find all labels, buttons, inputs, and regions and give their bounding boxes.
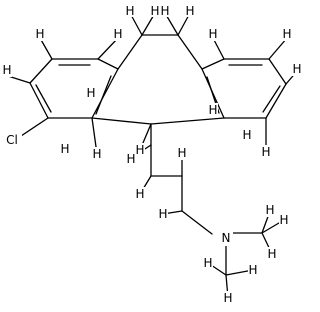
hydrogen-label: H [282,27,292,41]
hydrogen-label: H [208,103,218,117]
atom-label-text: H [126,152,135,166]
atom-label-text: H [135,143,144,157]
atom-label-text: H [92,147,101,161]
hydrogen-label: H [248,263,258,277]
hydrogen-label: H [242,128,252,142]
atom-label-text: H [267,247,276,261]
hydrogen-label: H [150,3,160,18]
hydrogen-label: H [86,86,96,100]
hydrogen-label: H [265,203,275,217]
atom-label-text: H [208,27,217,41]
hydrogen-label: H [135,187,145,201]
hydrogen-label: H [158,207,168,221]
atom-label-text: N [222,231,231,245]
hydrogen-label: H [261,145,271,159]
hydrogen-label: H [125,3,135,18]
hydrogen-label: H [135,143,145,157]
hydrogen-label: H [185,3,195,18]
atom-label-text: H [158,207,167,221]
atom-label-text: H [248,263,257,277]
bonds [7,12,299,299]
hydrogen-label: H [35,27,45,41]
hydrogen-label: H [177,146,187,160]
atom-label-text: H [282,27,291,41]
atom-label-text: H [203,256,212,270]
hydrogen-label: H [113,27,123,41]
hydrogen-label: H [292,62,302,76]
hydrogen-label: H [223,291,233,305]
nitrogen-label: N [219,230,233,246]
hydrogen-label: H [208,27,218,41]
atom-label-text: H [223,291,232,305]
hydrogen-label: H [203,256,213,270]
atom-label-text: H [279,213,288,227]
atom-labels: H H H H H H H H [1,3,302,305]
atom-label-text: H [2,63,11,77]
hydrogen-label: H [160,3,170,18]
atom-label-text: H [292,62,301,76]
hydrogen-label: H [60,142,70,156]
atom-label-text: H [177,146,186,160]
atom-label-text: H [208,103,217,117]
atom-label-text: H [242,128,251,142]
atom-label-text: H [261,145,270,159]
atom-label-text: H [160,4,169,18]
atom-label-text: H [60,142,69,156]
atom-label-text: H [185,4,194,18]
atom-label-text: Cl [6,133,18,147]
atom-label-text: H [135,187,144,201]
atom-label-text: H [265,203,274,217]
chemical-structure: H H H H H H H H [1,3,302,305]
atom-label-text: H [125,4,134,18]
atom-label-text: H [86,86,95,100]
atom-label-text: H [113,27,122,41]
hydrogen-label: H [2,63,12,77]
hydrogen-label: H [126,152,136,166]
atom-label-text: H [150,4,159,18]
hydrogen-label: H [267,247,277,261]
hydrogen-label: H [279,213,289,227]
hydrogen-label: H [92,147,102,161]
atom-label-text: H [35,27,44,41]
chlorine-label: Cl [1,133,22,148]
